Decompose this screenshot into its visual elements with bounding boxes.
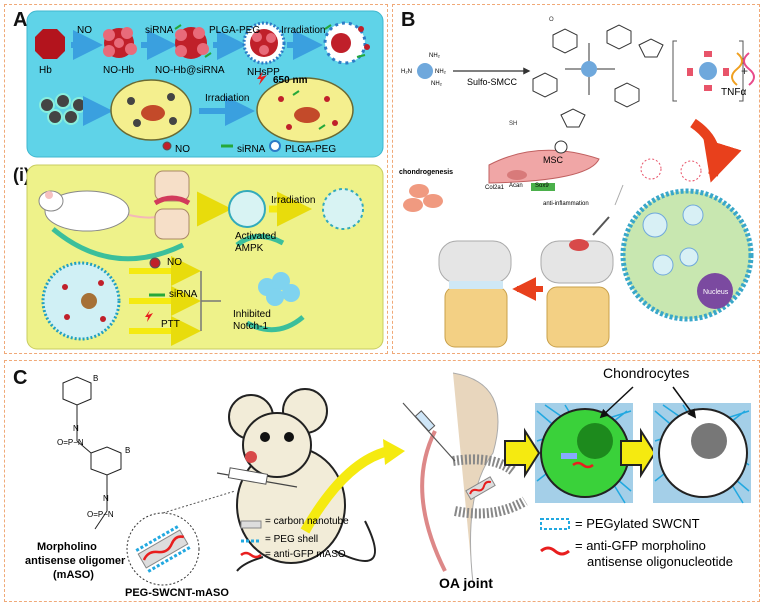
label-morph-2: antisense oligomer — [25, 555, 126, 567]
label-hb: Hb — [39, 65, 52, 76]
panel-i-letter: (i) — [13, 165, 30, 185]
svg-text:N: N — [73, 424, 79, 433]
chondrocyte-green — [535, 403, 633, 504]
label-chondrogenesis: chondrogenesis — [399, 169, 454, 176]
lightning-icon — [257, 71, 267, 85]
joint-particle — [465, 476, 496, 501]
label-notch: Notch-1 — [233, 321, 269, 332]
released-particle — [323, 21, 370, 65]
label-plga-peg-arrow: PLGA-PEG — [209, 25, 261, 36]
joint-illustration — [153, 170, 191, 240]
label-morph-3: (mASO) — [53, 569, 94, 581]
dna-helix-icon — [731, 52, 755, 86]
label-oa-joint: OA joint — [439, 575, 493, 591]
svg-text:O: O — [549, 17, 554, 23]
label-morph-1: Morpholino — [37, 541, 97, 553]
oa-joint-illustration — [402, 372, 528, 584]
panel-b-diagram: H₂N NH₂ NH₂ NH₂ O SH + — [401, 17, 755, 348]
legend-peg-shell: = PEG shell — [265, 534, 319, 545]
arrow-to-white — [620, 427, 657, 479]
label-col2a1: Col2a1 — [485, 185, 505, 191]
svg-text:SH: SH — [509, 121, 517, 127]
legend-no: NO — [175, 144, 190, 155]
nhspp-particle — [242, 21, 286, 65]
chondrocyte-white — [653, 403, 751, 504]
legend-sirna: siRNA — [237, 144, 266, 155]
label-peg-swcnt: PEG-SWCNT-mASO — [125, 587, 229, 599]
cell-cluster — [258, 272, 300, 306]
svg-text:NH₂: NH₂ — [429, 53, 441, 59]
label-nucleus: Nucleus — [703, 289, 729, 296]
label-sirna-arrow: siRNA — [145, 25, 174, 36]
nanoparticle-group — [39, 93, 87, 125]
legend-anti-gfp: = anti-GFP mASO — [265, 549, 346, 560]
hb-octagon — [35, 29, 65, 59]
svg-text:NH₂: NH₂ — [431, 81, 443, 87]
red-curve-arrow — [690, 118, 742, 183]
oa-knee — [540, 216, 614, 348]
label-irradiation-a: Irradiation — [281, 25, 326, 36]
legend-plga: PLGA-PEG — [285, 144, 337, 155]
panel-b-letter: B — [401, 9, 416, 31]
svg-text:B: B — [125, 446, 130, 455]
particle-before — [228, 190, 266, 228]
label-inhibited: Inhibited — [233, 309, 271, 320]
chondrocyte-cells — [403, 184, 443, 212]
panel-a: A (i) — [4, 4, 388, 354]
label-650nm: 650 nm — [273, 75, 308, 86]
label-acan: Acan — [509, 183, 523, 189]
particle-after — [322, 188, 364, 230]
svg-text:B: B — [93, 374, 98, 383]
label-no-arrow: NO — [77, 25, 92, 36]
panel-c-letter: C — [13, 367, 28, 389]
label-no-hb: NO-Hb — [103, 65, 135, 76]
svg-text:+: + — [741, 64, 748, 78]
label-nhspp: NHsPP — [247, 67, 280, 78]
svg-text:N: N — [103, 494, 109, 503]
panel-a-diagram — [26, 10, 384, 350]
label-irradiation-i: Irradiation — [271, 195, 316, 206]
yellow-arrow — [300, 446, 391, 534]
label-anti-inflammation: anti-inflammation — [543, 201, 589, 207]
legend-carbon-nanotube: = carbon nanotube — [265, 516, 349, 527]
legend-anti-gfp-1: = anti-GFP morpholino — [575, 538, 706, 553]
mouse-illustration — [228, 388, 376, 572]
svg-text:H₂N: H₂N — [401, 69, 412, 75]
label-no-i: NO — [167, 257, 182, 268]
label-ptt: PTT — [161, 319, 180, 330]
label-chondrocytes: Chondrocytes — [603, 365, 690, 381]
svg-text:O=P−N: O=P−N — [87, 510, 114, 519]
legend-pegylated-swcnt: = PEGylated SWCNT — [575, 516, 700, 531]
panel-a-letter: A — [13, 9, 28, 31]
label-irradiation-a2: Irradiation — [205, 93, 250, 104]
label-ampk: AMPK — [235, 243, 264, 254]
nucleus — [697, 273, 733, 309]
functionalized-particle — [699, 62, 717, 80]
no-hb-sirna-cluster — [174, 24, 212, 59]
label-activated: Activated — [235, 231, 277, 242]
arrow-to-green — [504, 427, 541, 479]
panel-c: C B N O=P−N B N O=P−N — [4, 360, 760, 602]
svg-text:NH₂: NH₂ — [435, 69, 447, 75]
label-tnfa: TNFα — [721, 87, 747, 98]
label-no-hb-sirna: NO-Hb@siRNA — [155, 65, 225, 76]
amine-nanoparticle: H₂N NH₂ NH₂ NH₂ — [401, 53, 447, 87]
syringe — [216, 467, 298, 488]
label-sirna-i: siRNA — [169, 289, 198, 300]
svg-text:O=P−N: O=P−N — [57, 438, 84, 447]
label-sox9: Sox9 — [535, 183, 549, 189]
healthy-knee — [438, 240, 512, 348]
panel-c-diagram: B N O=P−N B N O=P−N — [57, 372, 751, 586]
maleimide-structure — [532, 24, 664, 128]
rat-illustration — [38, 190, 170, 232]
label-msc: MSC — [543, 155, 563, 165]
legend-anti-gfp-2: antisense oligonucleotide — [587, 554, 733, 569]
panel-b: B H₂N NH₂ NH₂ NH₂ O SH — [392, 4, 760, 354]
morpholino-structure — [62, 376, 122, 530]
no-hb-cluster — [103, 27, 137, 58]
label-sulfo-smcc: Sulfo-SMCC — [467, 77, 518, 87]
